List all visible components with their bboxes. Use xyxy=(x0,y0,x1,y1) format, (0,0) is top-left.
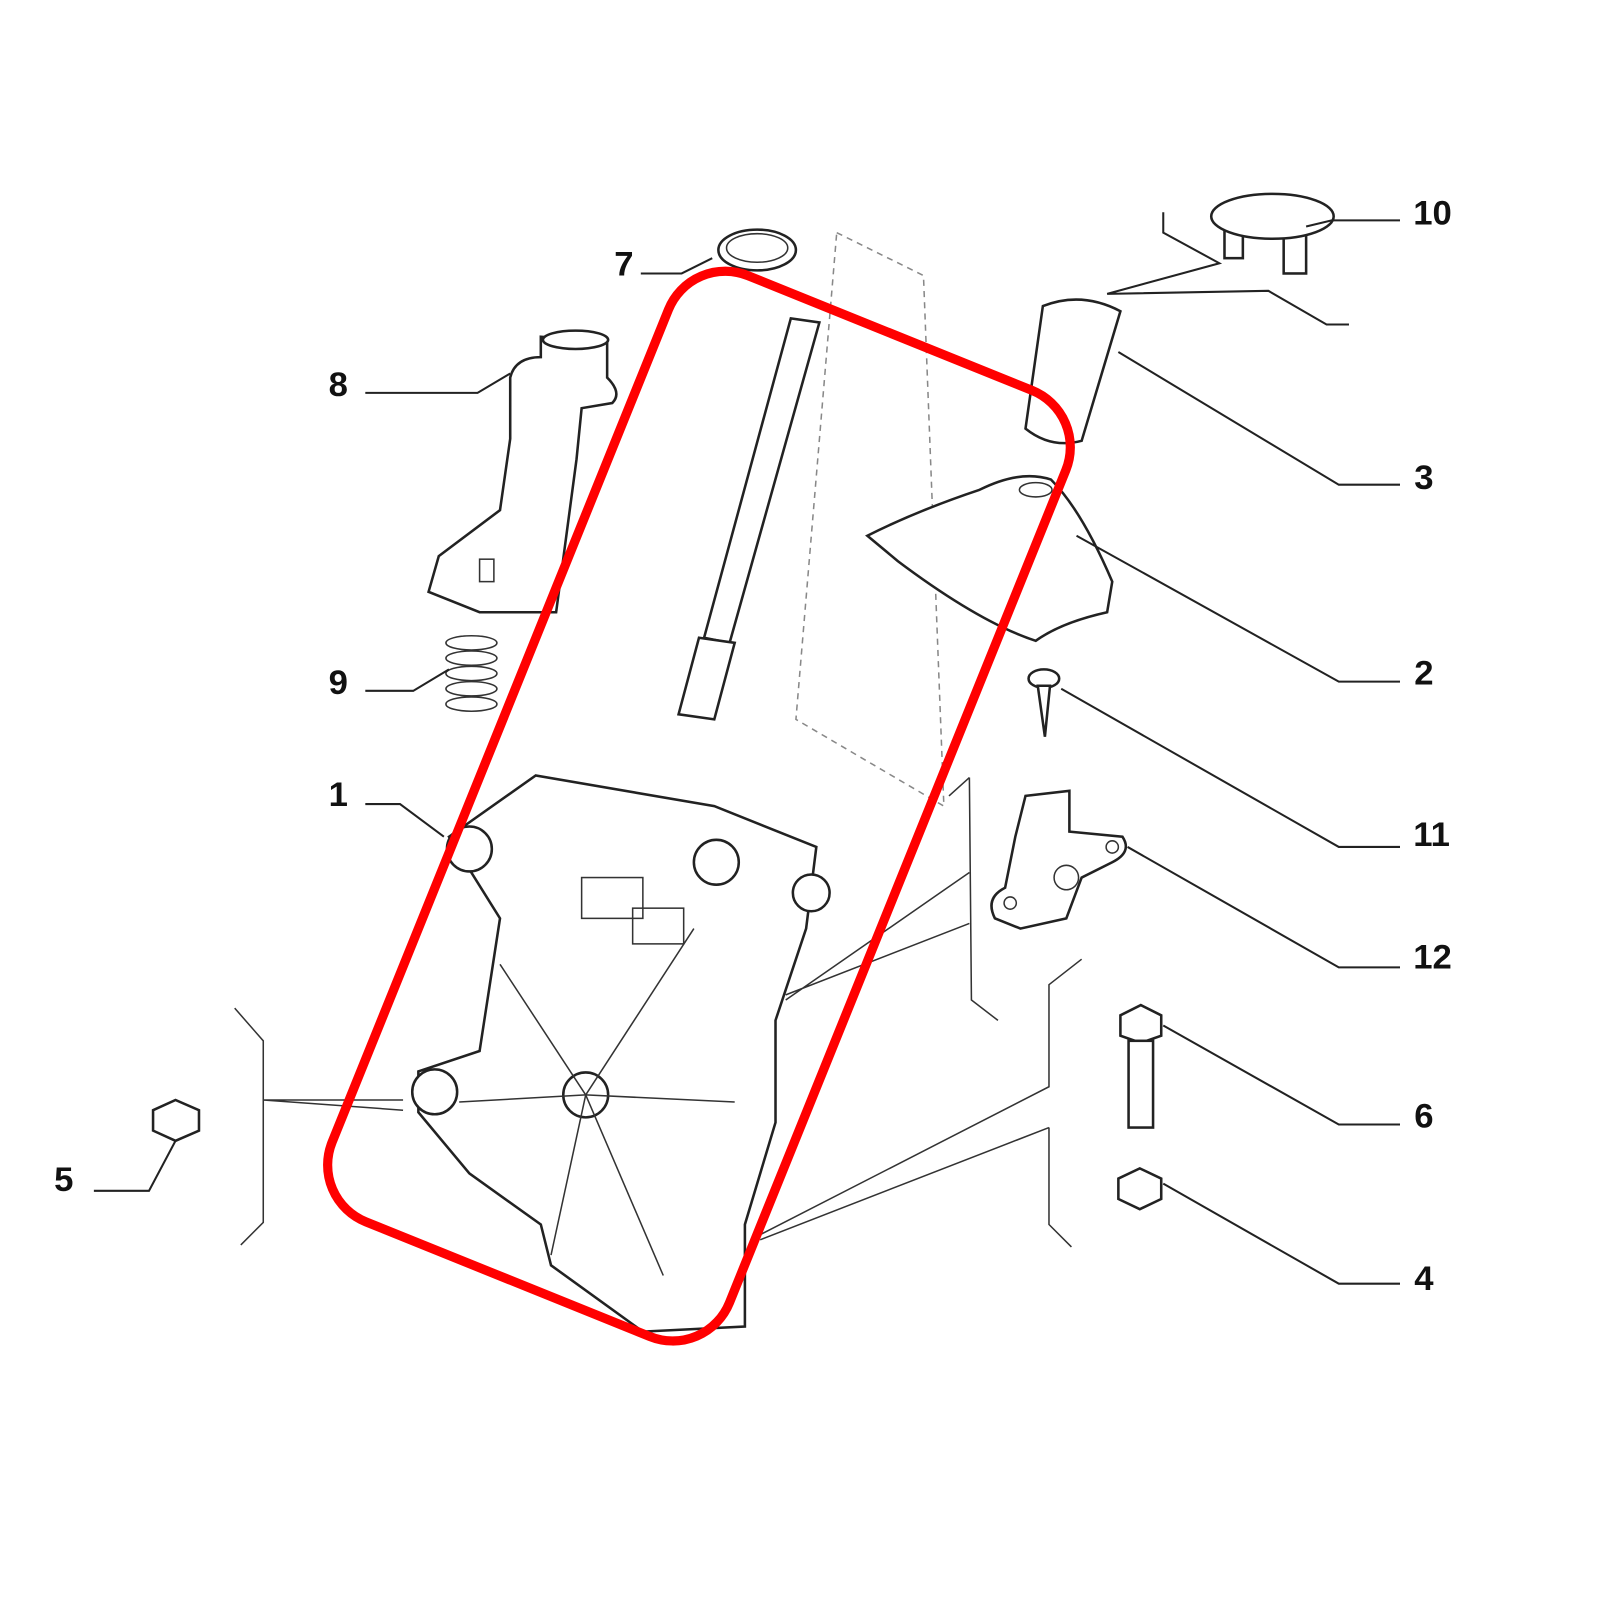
callout-3: 3 xyxy=(1414,459,1433,497)
part-11-screw xyxy=(1027,668,1061,737)
callout-6: 6 xyxy=(1414,1098,1433,1136)
part-5-nut xyxy=(151,1098,201,1143)
callout-4: 4 xyxy=(1414,1260,1434,1298)
callout-5: 5 xyxy=(54,1161,73,1199)
callout-11: 11 xyxy=(1413,816,1450,854)
part-1-shift-lever-assembly xyxy=(410,316,831,1333)
part-3-gear-knob xyxy=(1024,298,1122,445)
callout-1: 1 xyxy=(329,776,348,814)
part-6-bolt xyxy=(1119,1003,1163,1129)
part-2-gaiter xyxy=(865,474,1114,643)
part-8-rubber-boot xyxy=(427,329,618,614)
part-10-cap xyxy=(1209,192,1335,275)
leader-lines xyxy=(93,212,1400,1285)
highlight-frame xyxy=(323,266,1075,1346)
callout-2: 2 xyxy=(1414,655,1433,693)
callout-12: 12 xyxy=(1413,938,1452,976)
part-7-seal-ring xyxy=(717,228,798,272)
part-9-spring xyxy=(445,634,498,712)
callout-7: 7 xyxy=(614,246,633,284)
part-4-nut xyxy=(1117,1166,1163,1211)
callout-10: 10 xyxy=(1413,194,1452,232)
callout-9: 9 xyxy=(329,664,348,702)
callout-8: 8 xyxy=(329,366,348,404)
part-12-sensor xyxy=(990,789,1128,930)
